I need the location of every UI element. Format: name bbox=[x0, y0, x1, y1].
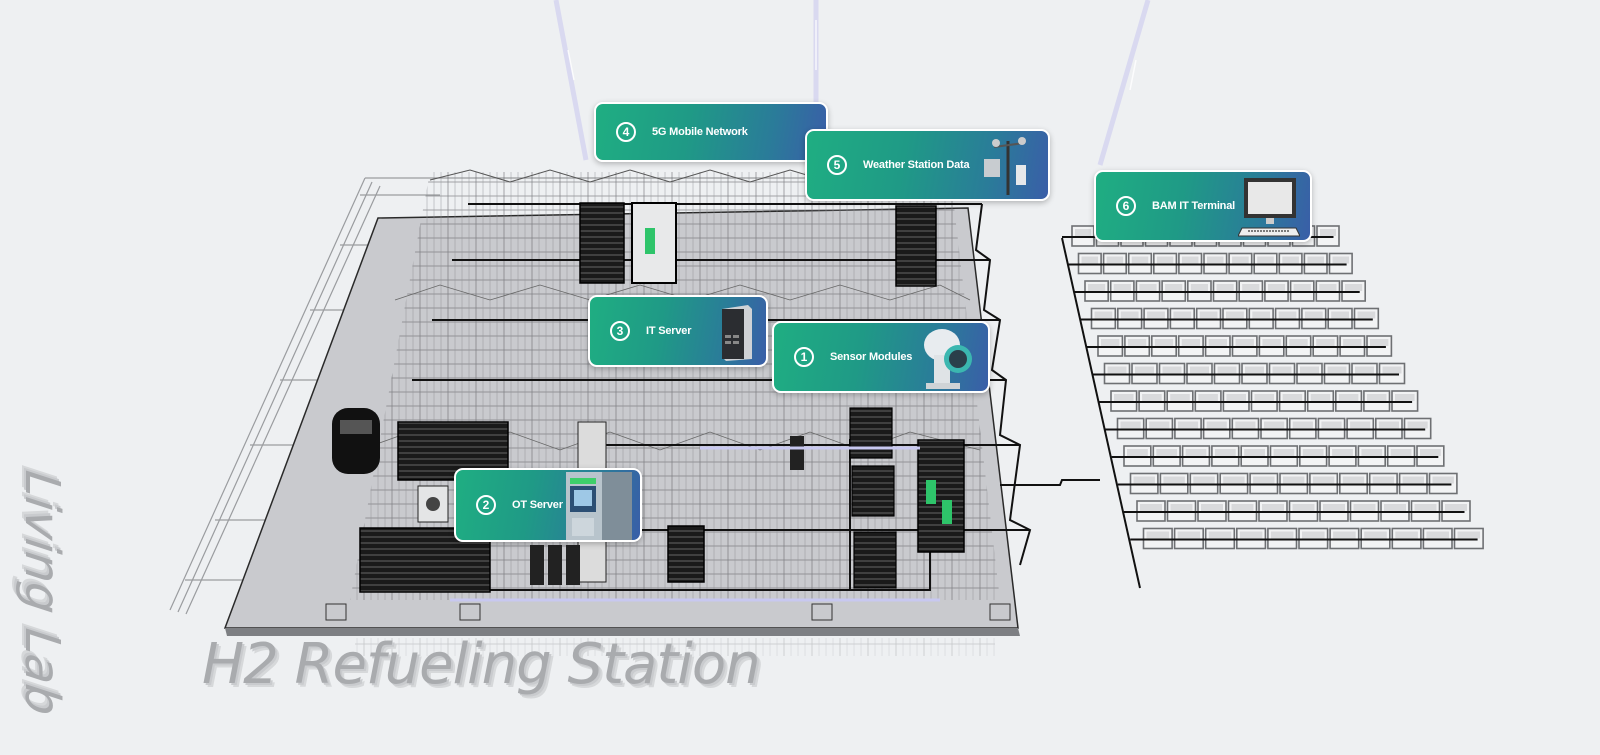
callout-number: 2 bbox=[476, 495, 496, 515]
callout-5g-mobile-network[interactable]: 4 5G Mobile Network bbox=[594, 102, 828, 162]
callout-label: 5G Mobile Network bbox=[652, 126, 748, 138]
desktop-computer-icon bbox=[1238, 178, 1300, 237]
callout-it-server[interactable]: 3 IT Server bbox=[588, 295, 768, 367]
callout-number: 5 bbox=[827, 155, 847, 175]
tower-server-icon bbox=[722, 305, 752, 361]
callout-number: 6 bbox=[1116, 196, 1136, 216]
callout-number: 3 bbox=[610, 321, 630, 341]
station-title: H2 Refueling Station bbox=[202, 632, 761, 697]
callout-label: OT Server bbox=[512, 499, 563, 511]
pressure-sensor-icon bbox=[924, 329, 972, 389]
callout-label: BAM IT Terminal bbox=[1152, 200, 1235, 212]
callout-ot-server[interactable]: 2 OT Server bbox=[454, 468, 642, 542]
callout-sensor-modules[interactable]: 1 Sensor Modules bbox=[772, 321, 990, 393]
weather-station-icon bbox=[984, 137, 1026, 195]
callout-number: 4 bbox=[616, 122, 636, 142]
callout-weather-station-data[interactable]: 5 Weather Station Data bbox=[805, 129, 1050, 201]
callout-bam-it-terminal[interactable]: 6 BAM IT Terminal bbox=[1094, 170, 1312, 242]
living-lab-label: Living Lab bbox=[14, 461, 70, 725]
callout-label: IT Server bbox=[646, 325, 692, 337]
callout-label: Sensor Modules bbox=[830, 351, 913, 363]
plc-controller-icon bbox=[566, 472, 632, 540]
callout-label: Weather Station Data bbox=[863, 159, 970, 171]
callout-number: 1 bbox=[794, 347, 814, 367]
